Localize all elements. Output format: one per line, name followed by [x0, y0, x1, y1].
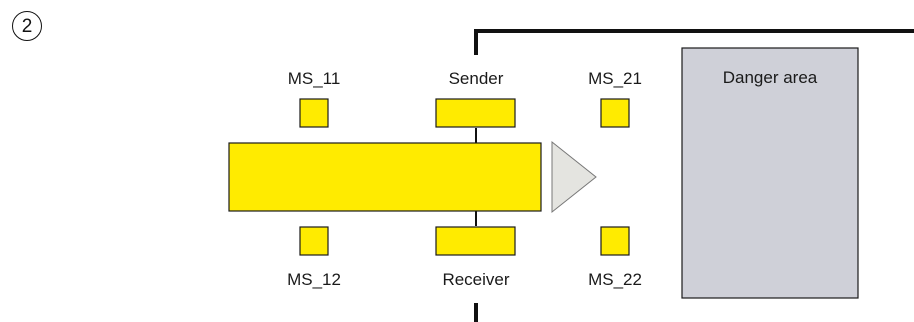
fence-line: [474, 29, 914, 55]
label-ms-12: MS_12: [287, 270, 341, 289]
direction-arrow-icon: [551, 140, 597, 214]
receiver-box: [435, 226, 516, 256]
label-ms-11: MS_11: [287, 69, 341, 88]
sensor-ms-22: [600, 226, 630, 256]
sensor-ms-21: [600, 98, 630, 128]
label-sender: Sender: [448, 69, 504, 88]
sender-box: [435, 98, 516, 128]
label-ms-21: MS_21: [588, 69, 642, 88]
step-number-text: 2: [21, 15, 33, 37]
danger-area-box: [681, 47, 859, 299]
danger-area-label: Danger area: [722, 68, 818, 87]
moving-object: [228, 142, 542, 212]
sensor-ms-11: [299, 98, 329, 128]
label-receiver: Receiver: [442, 270, 510, 289]
step-number-marker: 2: [12, 11, 42, 41]
sensor-ms-12: [299, 226, 329, 256]
label-ms-22: MS_22: [588, 270, 642, 289]
